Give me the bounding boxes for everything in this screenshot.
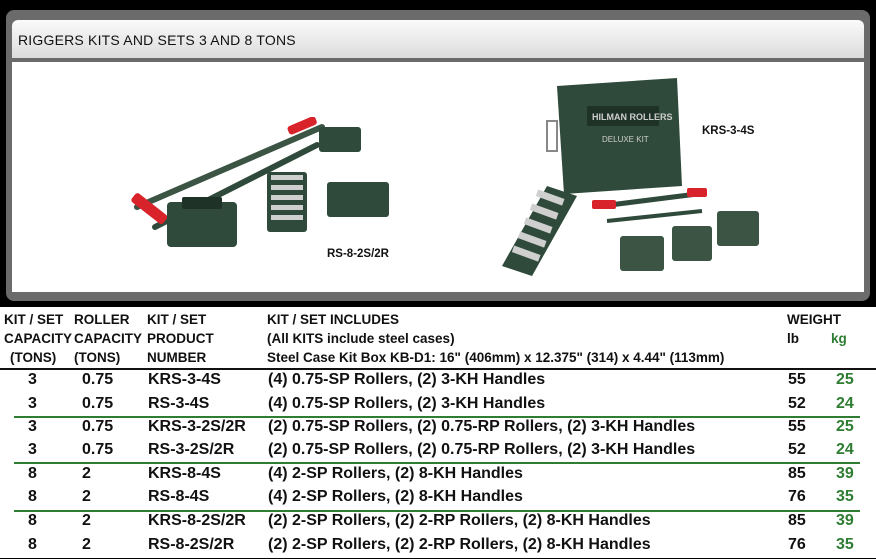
krs-3-4s-photo: HILMAN ROLLERS DELUXE KIT bbox=[502, 78, 759, 276]
product-photo-area: RS-8-2S/2R HILMAN ROLLERS DELUXE KIT KRS… bbox=[12, 62, 864, 292]
header-kg: kg bbox=[831, 331, 847, 346]
header-roller-capacity: ROLLER CAPACITY (TONS) bbox=[74, 312, 143, 365]
product-table: KIT / SET CAPACITY (TONS) ROLLER CAPACIT… bbox=[0, 307, 876, 558]
left-figure-label: RS-8-2S/2R bbox=[327, 248, 389, 260]
row-divider bbox=[14, 462, 860, 464]
row-divider bbox=[14, 416, 860, 418]
header-divider bbox=[0, 368, 876, 370]
panel-title: RIGGERS KITS AND SETS 3 AND 8 TONS bbox=[18, 32, 296, 48]
panel-header: RIGGERS KITS AND SETS 3 AND 8 TONS bbox=[12, 20, 864, 58]
header-lb: lb bbox=[787, 331, 799, 346]
row-divider bbox=[14, 510, 860, 512]
header-includes: KIT / SET INCLUDES (All KITS include ste… bbox=[267, 312, 725, 365]
rs-8-2s-2r-photo bbox=[131, 117, 389, 247]
right-figure-label: KRS-3-4S bbox=[702, 125, 755, 137]
case-sub-text: DELUXE KIT bbox=[602, 135, 649, 144]
header-product-number: KIT / SET PRODUCT NUMBER bbox=[147, 312, 214, 365]
header-kit-capacity: KIT / SET CAPACITY (TONS) bbox=[4, 312, 73, 365]
case-brand-text: HILMAN ROLLERS bbox=[592, 112, 673, 122]
